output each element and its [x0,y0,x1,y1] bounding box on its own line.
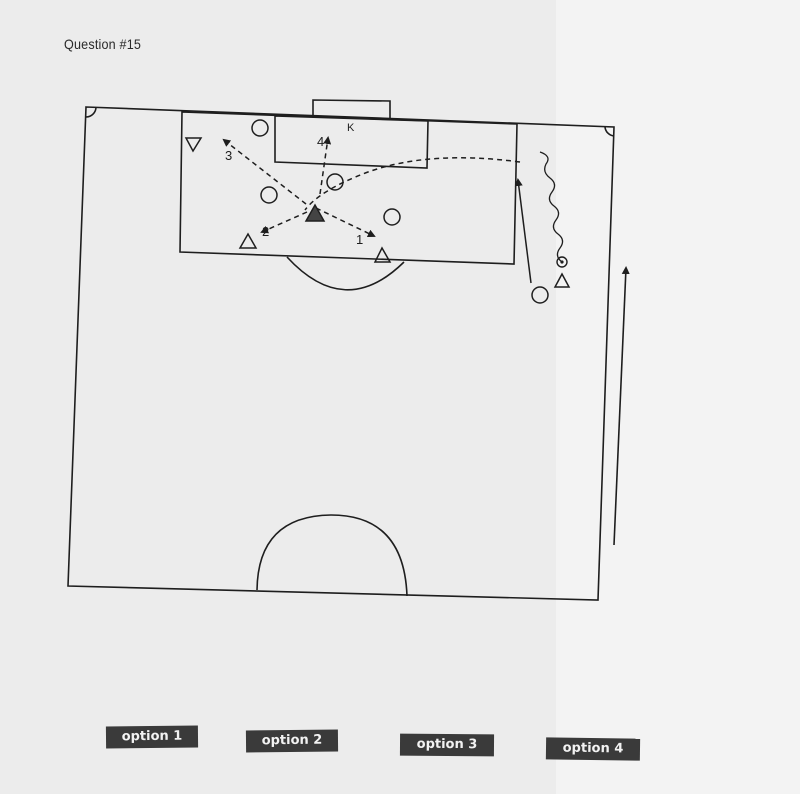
pass-label-1: 1 [356,232,363,247]
pass-line-3 [222,138,307,205]
corner-arc-top-left [85,106,97,118]
option-2-button[interactable]: option 2 [245,729,339,753]
pass-label-3: 3 [225,148,232,163]
field-boundary [67,106,615,601]
defender-marker [251,119,269,137]
option-4-button[interactable]: option 4 [545,737,641,761]
pass-line-4 [319,136,332,195]
long-run-arrow [613,266,630,546]
dribble-path [539,151,564,263]
keeper-label: K [347,122,355,134]
attacker-marker [184,137,203,153]
pass-line-1 [315,207,376,237]
penalty-arc [286,256,405,291]
option-1-button[interactable]: option 1 [105,725,199,749]
corner-arc-top-right [604,126,615,137]
question-title: Question #15 [64,36,142,52]
pass-label-2: 2 [262,224,269,239]
ball-icon [556,256,568,268]
run-arrow [514,178,532,284]
penalty-box [179,111,518,265]
ball-carrier-marker [304,203,326,222]
cross-path [304,157,521,211]
defender-marker [326,173,344,191]
goal [312,99,391,119]
center-circle-arc [256,514,408,597]
attacker-marker [238,232,258,249]
defender-marker [260,186,278,204]
attacker-marker [373,246,392,263]
defender-marker [383,208,401,226]
paper-shade [556,0,800,794]
goal-area [274,115,429,169]
option-3-button[interactable]: option 3 [399,733,495,757]
attacker-marker [553,272,571,288]
pass-label-4: 4 [317,134,324,149]
defender-marker [531,286,549,304]
